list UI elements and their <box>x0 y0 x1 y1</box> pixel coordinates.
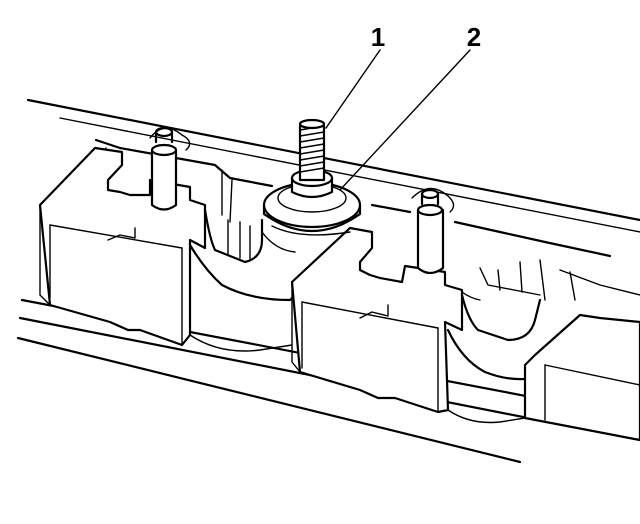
left-slot <box>188 208 302 352</box>
leader-line-1 <box>325 49 381 129</box>
right-pin <box>411 187 455 275</box>
callout-label-1: 1 <box>371 22 385 52</box>
center-coil-block <box>290 226 464 414</box>
left-pin <box>149 126 191 211</box>
left-coil-block <box>38 146 207 347</box>
leader-lines <box>325 49 471 191</box>
leader-line-2 <box>339 49 471 191</box>
callout-label-2: 2 <box>467 22 481 52</box>
right-end-block <box>523 269 640 442</box>
right-slot <box>446 259 546 424</box>
bolt-and-washer <box>262 118 362 236</box>
